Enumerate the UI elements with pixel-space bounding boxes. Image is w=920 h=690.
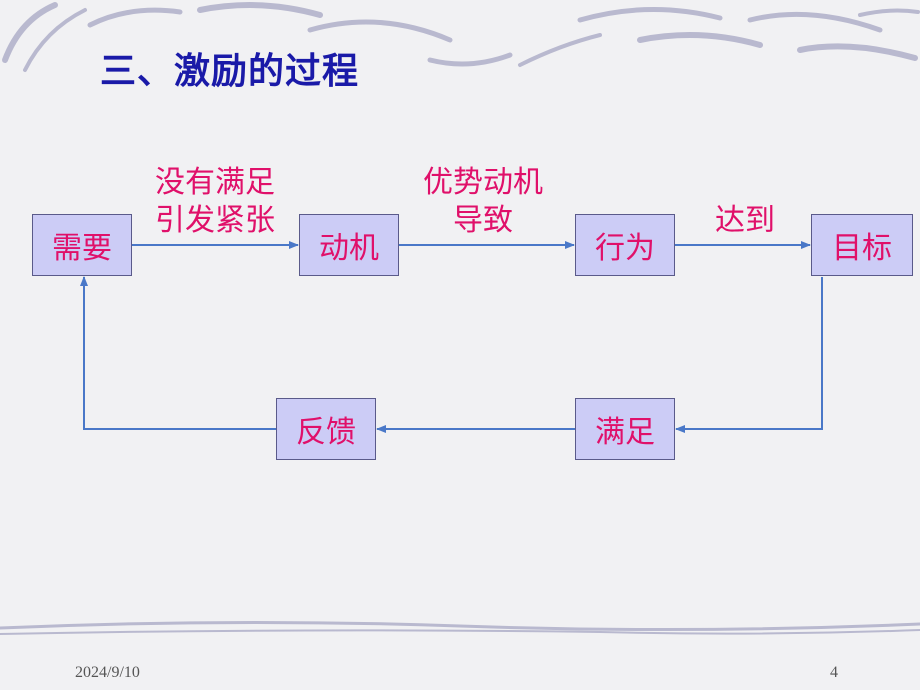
- node-need: 需要: [32, 214, 132, 276]
- node-motive: 动机: [299, 214, 399, 276]
- edge-label-line: 优势动机: [423, 165, 543, 200]
- edge-label-behavior-to-goal: 达到: [715, 203, 775, 238]
- slide-title: 三、激励的过程: [100, 51, 360, 92]
- node-feedback: 反馈: [276, 398, 376, 460]
- edge-label-motive-to-behavior: 优势动机 导致: [408, 164, 558, 240]
- node-goal: 目标: [811, 214, 913, 276]
- arrow-feedback-to-need: [80, 276, 276, 430]
- edge-label-line: 引发紧张: [155, 203, 275, 238]
- edge-label-line: 没有满足: [155, 165, 275, 200]
- node-behavior: 行为: [575, 214, 675, 276]
- edge-label-line: 导致: [453, 203, 513, 238]
- slide-date: 2024/9/10: [75, 664, 140, 681]
- arrow-goal-to-satisfaction: [675, 277, 823, 433]
- slide-page-number: 4: [830, 664, 838, 681]
- node-satisfaction: 满足: [575, 398, 675, 460]
- edge-label-need-to-motive: 没有满足 引发紧张: [140, 164, 290, 240]
